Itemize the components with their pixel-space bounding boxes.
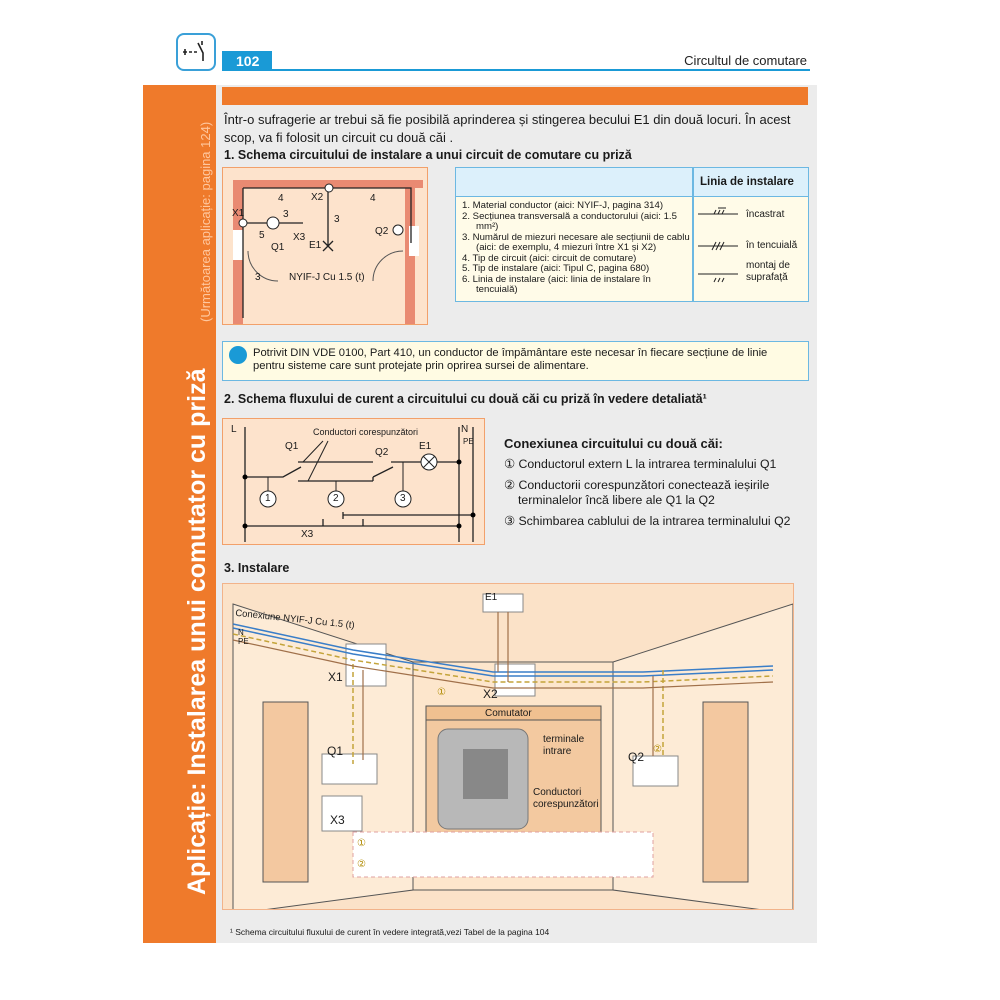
label-e1: E1 <box>485 592 498 603</box>
section1-heading: 1. Schema circuitului de instalare a unu… <box>224 148 632 162</box>
connection-list: Conexiunea circuitului cu două căi: ① Co… <box>504 436 814 535</box>
table-item: 3. Numărul de miezuri necesare ale secți… <box>462 231 690 253</box>
label-x3: X3 <box>293 232 306 243</box>
label-n: N <box>238 628 244 637</box>
legend-2: ② <box>357 859 366 870</box>
note-text: Potrivit DIN VDE 0100, Part 410, un cond… <box>253 347 768 372</box>
room-drawing <box>232 593 793 909</box>
table-items: 1. Material conductor (aici: NYIF-J, pag… <box>462 200 690 296</box>
marker-1: 1 <box>265 493 271 504</box>
connection-item: ② Conductorii corespunzători conectează … <box>504 478 770 507</box>
label-e1: E1 <box>419 441 432 452</box>
installation-diagram: X1 X2 X3 Q1 Q2 E1 4 4 3 3 3 5 NYIF-J Cu … <box>222 167 428 325</box>
label-x3: X3 <box>301 529 314 540</box>
sidebar-subtitle: (Următoarea aplicație: pagina 124) <box>198 121 213 322</box>
intro-text: Într-o sufragerie ar trebui să fie posib… <box>224 112 791 145</box>
table-item: 4. Tip de circuit (aici: circuit de comu… <box>462 252 637 264</box>
circuit-drawing <box>242 427 476 542</box>
table-item: 2. Secțiunea transversală a conductorulu… <box>462 210 677 232</box>
label-q1: Q1 <box>271 242 285 253</box>
line-type-label: în tencuială <box>746 240 798 251</box>
sidebar-title: Aplicație: Instalarea unui comutator cu … <box>183 368 211 895</box>
marker-2: 2 <box>333 493 339 504</box>
switch-title: Comutator <box>485 708 532 719</box>
section3-heading: 3. Instalare <box>224 561 290 575</box>
label-4: 4 <box>370 193 376 204</box>
label-pe: PE <box>463 437 474 446</box>
label-3: 3 <box>283 209 289 220</box>
connection-item: ① Conductorul extern L la intrarea termi… <box>504 457 777 471</box>
table-header: Linia de instalare <box>700 176 794 188</box>
floorplan-drawing <box>233 180 423 324</box>
line-type-symbols <box>698 207 738 283</box>
marker-1: ① <box>437 687 446 698</box>
label-x2: X2 <box>311 192 324 203</box>
current-flow-diagram: L N PE Conductori corespunzători Q1 Q2 E… <box>222 418 485 545</box>
label-3: 3 <box>255 272 261 283</box>
installation-illustration: Conexiune NYIF-J Cu 1.5 (t) N PE E1 X1 X… <box>222 583 794 910</box>
label-l: L <box>231 424 237 435</box>
switch-symbol-icon <box>183 41 204 61</box>
label-pe: PE <box>238 637 249 646</box>
label-x3: X3 <box>330 813 345 827</box>
label-3: 3 <box>334 214 340 225</box>
info-icon <box>229 346 247 364</box>
label-n: N <box>461 424 469 435</box>
label-5: 5 <box>259 230 265 241</box>
marker-2: ② <box>653 744 662 755</box>
section2-heading: 2. Schema fluxului de curent a circuitul… <box>224 392 707 406</box>
label-q1: Q1 <box>285 441 299 452</box>
note-box: Potrivit DIN VDE 0100, Part 410, un cond… <box>222 341 809 381</box>
connection-title: Conexiunea circuitului cu două căi: <box>504 436 723 451</box>
label-cable: NYIF-J Cu 1.5 (t) <box>289 272 365 283</box>
orange-bar <box>222 87 808 105</box>
chapter-title: Circultul de comutare <box>684 53 807 68</box>
label-e1: E1 <box>309 240 322 251</box>
label-x1: X1 <box>232 208 245 219</box>
connection-item: ③ Schimbarea cablului de la intrarea ter… <box>504 514 791 528</box>
footnote: ¹ Schema circuitului fluxului de curent … <box>230 927 550 937</box>
label-q2: Q2 <box>375 226 389 237</box>
chapter-logo <box>176 33 216 71</box>
label-q2: Q2 <box>628 750 645 764</box>
label-conductors: Conductori corespunzători <box>313 427 419 437</box>
label-4: 4 <box>278 193 284 204</box>
legend-1: ① <box>357 838 366 849</box>
label-q2: Q2 <box>375 447 389 458</box>
label-conductors: Conductori corespunzători <box>533 787 599 810</box>
line-type-label: încastrat <box>746 209 785 220</box>
label-q1: Q1 <box>327 744 344 758</box>
table-item: 1. Material conductor (aici: NYIF-J, pag… <box>462 200 664 211</box>
sidebar <box>143 85 216 943</box>
header-rule <box>222 69 810 71</box>
marker-3: 3 <box>400 493 406 504</box>
installation-table: Linia de instalare 1. Material conductor… <box>455 167 809 302</box>
table-item: 6. Linia de instalare (aici: linia de in… <box>462 273 651 295</box>
label-x2: X2 <box>483 687 498 701</box>
label-x1: X1 <box>328 670 343 684</box>
label-input-terminals: terminale intrare <box>543 734 585 757</box>
line-type-label: montaj de suprafață <box>746 260 790 283</box>
table-item: 5. Tip de instalare (aici: Tipul C, pagi… <box>462 263 650 274</box>
page-number: 102 <box>222 51 272 70</box>
